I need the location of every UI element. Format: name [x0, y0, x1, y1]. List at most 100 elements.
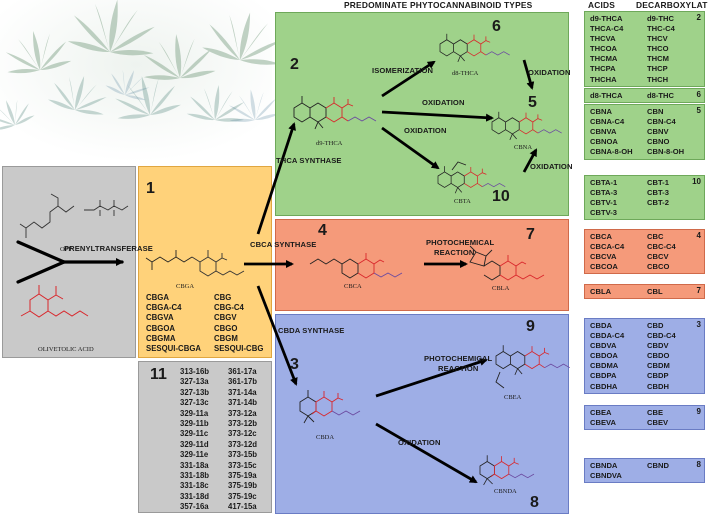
cbnda-structure [479, 454, 535, 486]
list11-item: 329-11a [180, 408, 209, 418]
cbga-acids-list: CBGA CBGA-C4 CBGVA CBGOA CBGMA SESQUI-CB… [146, 293, 201, 354]
cbga-neutral-item: CBGO [214, 323, 238, 333]
table-cell: CBD-C4 [647, 331, 676, 341]
table-cell: CBT-2 [647, 198, 669, 208]
cbga-panel [138, 166, 272, 358]
list11-item: 329-11b [180, 419, 209, 429]
reaction-label-cbc: REACTION [434, 248, 475, 257]
table-cell: CBDO [647, 351, 670, 361]
number-4: 4 [318, 222, 327, 239]
cbga-neutral-item: CBGM [214, 333, 238, 343]
header-decarboxylated: DECARBOXYLATED [636, 0, 708, 10]
cbca-label: CBCA [344, 283, 362, 290]
cbca-synthase-label: CBCA SYNTHASE [250, 240, 317, 249]
number-2: 2 [290, 56, 299, 73]
table-number: 2 [696, 13, 701, 22]
cbta-label: CBTA [454, 198, 471, 205]
list11-item: 375-19a [228, 471, 257, 481]
list11-item: 327-13b [180, 387, 210, 397]
number-1: 1 [146, 180, 155, 197]
number-7: 7 [526, 226, 535, 243]
table-cell: CBEVA [590, 418, 617, 428]
list11-item: 331-18d [180, 491, 210, 501]
table-number: 7 [696, 286, 701, 295]
d8-thca-structure [439, 33, 511, 63]
table-cell: CBNDVA [590, 471, 622, 481]
list11-item: 357-16a [180, 502, 209, 512]
oxidation-label-d8: OXIDATION [528, 68, 571, 77]
table-cell: THCH [647, 74, 669, 84]
d9-thca-structure [293, 95, 377, 130]
list11-item: 373-12a [228, 408, 257, 418]
table-cell: CBCV [647, 252, 669, 262]
arrow-oxidation-cbna [381, 110, 494, 122]
table-cell: THCPA [590, 64, 616, 74]
table-cell: CBDA [590, 321, 612, 330]
cbga-neutral-item: CBG [214, 293, 232, 302]
list11-item: 373-12c [228, 429, 257, 439]
reaction-label-cbd: REACTION [438, 364, 479, 373]
table-cell: CBEA [590, 408, 612, 417]
table-number: 9 [696, 407, 701, 416]
list11-item: 327-13a [180, 377, 209, 387]
list11-item: 375-19b [228, 481, 258, 491]
list11-item: 331-18c [180, 481, 209, 491]
arrow-cbta-oxidation [522, 148, 538, 173]
table-cell: THCMA [590, 54, 618, 64]
table-cell: CBNA-C4 [590, 117, 625, 127]
table-cell: THCVA [590, 34, 616, 44]
table-cell: CBCVA [590, 252, 617, 262]
table-cell: CBCA-C4 [590, 242, 625, 252]
table-cell: CBDV [647, 341, 669, 351]
table-cell: d9-THCA [590, 14, 623, 23]
table-cell: THCOA [590, 44, 617, 54]
table-cell: THC-C4 [647, 24, 675, 34]
table-cell: CBNA-8-OH [590, 147, 633, 157]
table-cell: CBCOA [590, 262, 618, 272]
cbga-acid-item: CBGVA [146, 313, 174, 323]
table-cell: CBDA-C4 [590, 331, 625, 341]
oxidation-label-cbnda: OXIDATION [398, 438, 441, 447]
geranyl-pyrophosphate-structure [19, 193, 129, 238]
decarboxylated-column: CBL [647, 287, 663, 297]
cbea-structure [495, 344, 571, 389]
cbla-label: CBLA [492, 285, 510, 292]
number-11: 11 [150, 366, 167, 383]
d8-thca-label: d8-THCA [452, 70, 479, 77]
table-number: 4 [696, 231, 701, 240]
number-8: 8 [530, 494, 539, 511]
table-cell: THCM [647, 54, 669, 64]
list11-item: 373-15c [228, 460, 257, 470]
table-cell: CBCO [647, 262, 670, 272]
arrow-oxidation-cbta [381, 126, 440, 170]
cbta-structure [437, 161, 506, 194]
list11-item: 331-18a [180, 460, 209, 470]
table-number: 8 [696, 460, 701, 469]
cbga-structure [145, 250, 245, 277]
table-cell: CBL [647, 287, 663, 296]
cbga-neutrals-list: CBG CBG-C4 CBGV CBGO CBGM SESQUI-CBG [214, 293, 263, 354]
table-cell: CBE [647, 408, 664, 417]
decarboxylated-column: d8-THC [647, 91, 674, 101]
header-predominant: PREDOMINATE PHYTOCANNABINOID TYPES [344, 0, 533, 10]
table-cell: THCO [647, 44, 669, 54]
cbga-acid-item: CBGMA [146, 333, 176, 343]
table-cell: CBEV [647, 418, 669, 428]
oxidation-label-cbta-cbna: OXIDATION [530, 162, 573, 171]
list11-item: 327-13c [180, 398, 209, 408]
cbna-structure [491, 111, 563, 141]
arrow-d8-oxidation [522, 59, 535, 90]
list11-item: 329-11d [180, 439, 209, 449]
photochemical-label-cbd: PHOTOCHEMICAL [424, 354, 493, 363]
table-cell: CBNA [590, 107, 612, 116]
table-cell: CBNOA [590, 137, 618, 147]
arrow-isomerization [381, 60, 436, 98]
list11-item: 373-15b [228, 450, 258, 460]
